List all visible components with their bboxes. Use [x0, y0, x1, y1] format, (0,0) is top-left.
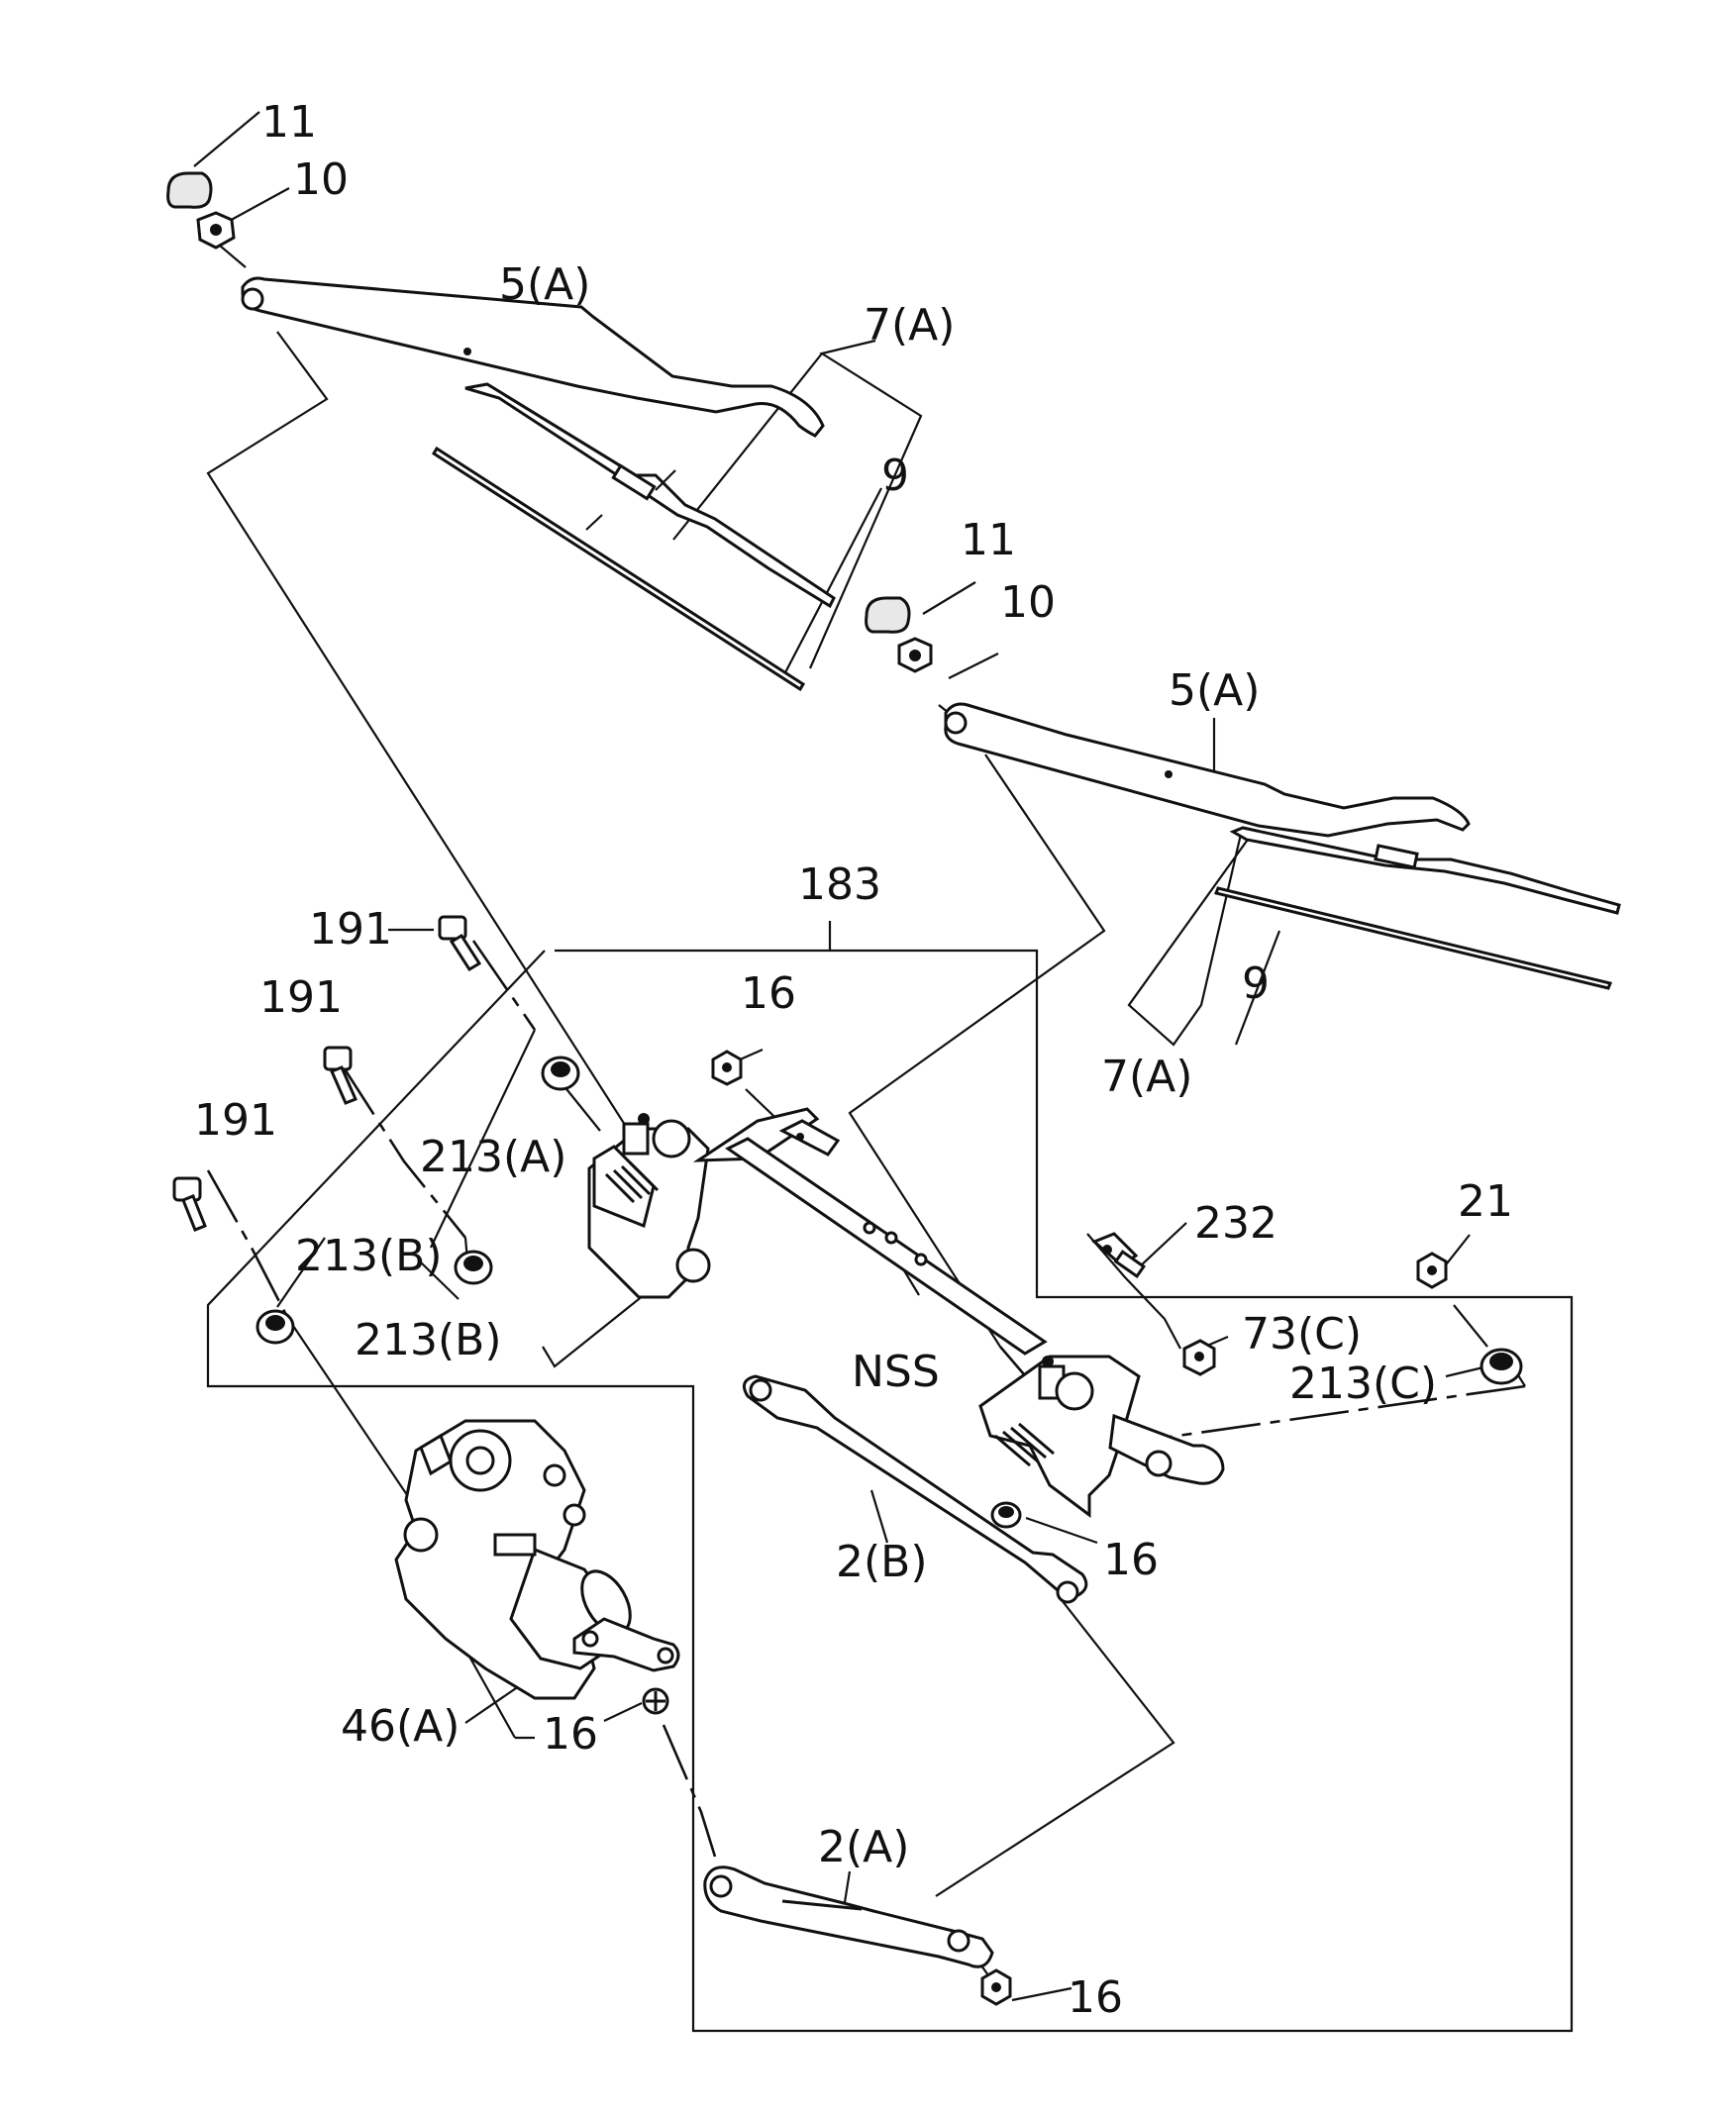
- left-pivot-teeth: [604, 1160, 660, 1204]
- link-rod-2b: [742, 1374, 1088, 1604]
- right-pivot-teeth: [994, 1422, 1055, 1467]
- label-2a: 2(A): [818, 1822, 909, 1872]
- screw-73c: [1182, 1339, 1216, 1376]
- label-11-top-left: 11: [261, 97, 317, 148]
- wiper-cap-left: [166, 171, 213, 209]
- label-10-right: 10: [1000, 577, 1056, 628]
- wiper-cap-right: [865, 596, 911, 634]
- bolt-191-middle: [323, 1046, 357, 1105]
- label-10-top-left: 10: [293, 154, 349, 205]
- label-213b-lower: 213(B): [355, 1315, 502, 1365]
- label-7a-top: 7(A): [864, 300, 955, 351]
- label-nss: NSS: [852, 1347, 940, 1397]
- nut-16-bottom: [980, 1968, 1012, 2006]
- label-16-rod2b: 16: [1103, 1535, 1159, 1585]
- wiper-refill-left: [431, 446, 806, 692]
- part-labels: 11 10 5(A) 7(A) 9 11 10 5(A) 9 7(A) 183 …: [194, 97, 1513, 2023]
- grommet-213a: [541, 1056, 580, 1091]
- label-16-bottom: 16: [1068, 1972, 1123, 2023]
- label-213a: 213(A): [420, 1132, 566, 1182]
- label-191-top: 191: [309, 904, 392, 955]
- bolt-191-lower: [172, 1176, 207, 1232]
- link-rod-2a: [703, 1865, 994, 1968]
- wiper-nut-right: [897, 637, 933, 673]
- label-191-middle: 191: [259, 972, 343, 1023]
- label-5a-right: 5(A): [1169, 665, 1260, 716]
- left-wiper-arm-group: [166, 171, 836, 692]
- wiper-motor: [394, 1419, 632, 1700]
- label-9-top: 9: [881, 451, 909, 501]
- label-16-top: 16: [741, 968, 796, 1019]
- wiper-arm-right: [944, 702, 1471, 838]
- label-183: 183: [798, 859, 881, 910]
- label-46a: 46(A): [341, 1701, 460, 1752]
- label-213c: 213(C): [1289, 1359, 1437, 1409]
- label-2b: 2(B): [836, 1537, 928, 1587]
- wiper-nut-left: [196, 211, 236, 250]
- bolt-191-top: [438, 915, 482, 972]
- label-5a-top-left: 5(A): [499, 259, 590, 310]
- grommet-213b-a: [454, 1250, 493, 1285]
- grommet-213b-b: [255, 1309, 295, 1345]
- bracket-46a: [572, 1617, 680, 1672]
- nut-16-top: [711, 1050, 743, 1086]
- linkage-frame: [587, 1107, 1225, 1518]
- nut-21: [1416, 1252, 1448, 1289]
- grommet-213c: [1480, 1348, 1523, 1385]
- label-73c: 73(C): [1242, 1309, 1362, 1360]
- wiper-refill-right: [1213, 886, 1613, 990]
- nut-16-rod2b: [990, 1501, 1022, 1529]
- label-213b-upper: 213(B): [295, 1231, 443, 1281]
- label-232: 232: [1194, 1198, 1277, 1249]
- label-11-right: 11: [961, 515, 1016, 565]
- label-191-lower: 191: [194, 1095, 277, 1146]
- label-7a-right: 7(A): [1101, 1052, 1192, 1102]
- right-wiper-arm-group: [865, 596, 1621, 990]
- nut-16-bracket: [642, 1687, 669, 1715]
- wiper-arm-left: [241, 276, 825, 438]
- label-9-right: 9: [1242, 958, 1270, 1009]
- label-16-bracket: 16: [543, 1709, 598, 1760]
- label-21: 21: [1458, 1176, 1513, 1227]
- wiper-blade-right: [1229, 826, 1621, 915]
- clip-232: [1091, 1232, 1146, 1279]
